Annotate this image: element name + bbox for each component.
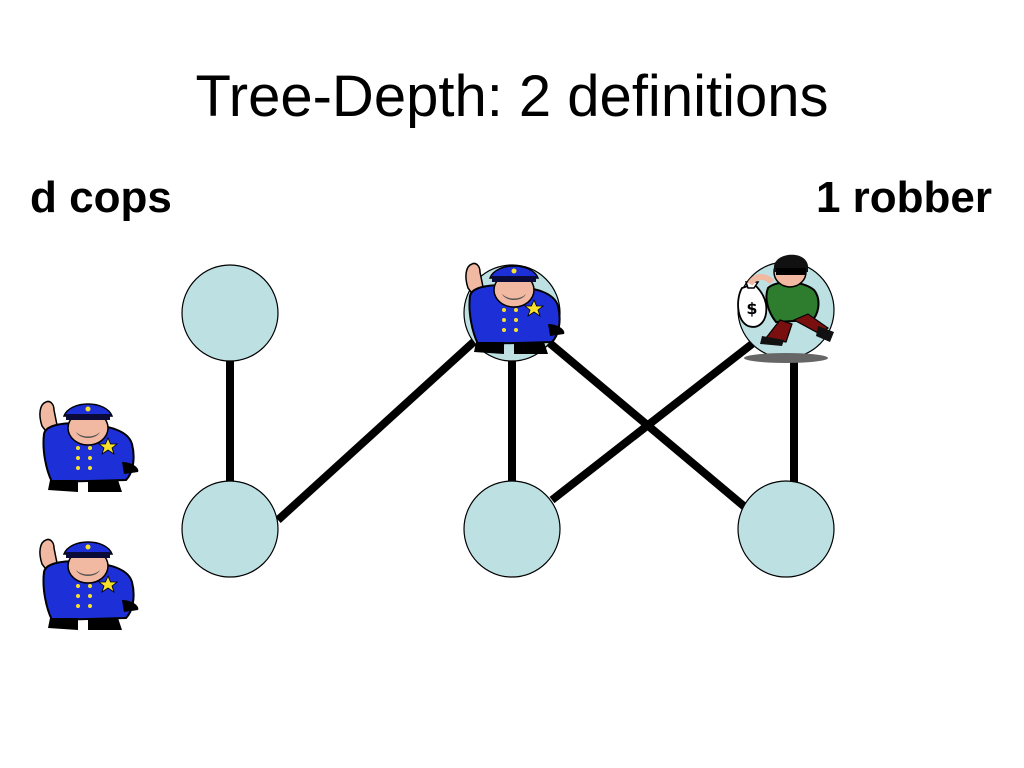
- robber-shadow: [744, 353, 828, 363]
- node-bottom-right: [737, 480, 835, 578]
- node-bottom-middle: [463, 480, 561, 578]
- cop-icon: [464, 262, 566, 355]
- robber-label: 1 robber: [815, 173, 992, 222]
- cops-label: d cops: [30, 173, 172, 222]
- edge-bottom-left-top-middle: [275, 335, 481, 523]
- spare-cop-icon-1: [38, 400, 140, 493]
- spare-cop-icon-2: [38, 538, 140, 631]
- edge-bottom-middle-top-right: [549, 340, 755, 504]
- slide-title: Tree-Depth: 2 definitions: [195, 64, 829, 129]
- node-top-left: [181, 264, 279, 362]
- node-bottom-left: [181, 480, 279, 578]
